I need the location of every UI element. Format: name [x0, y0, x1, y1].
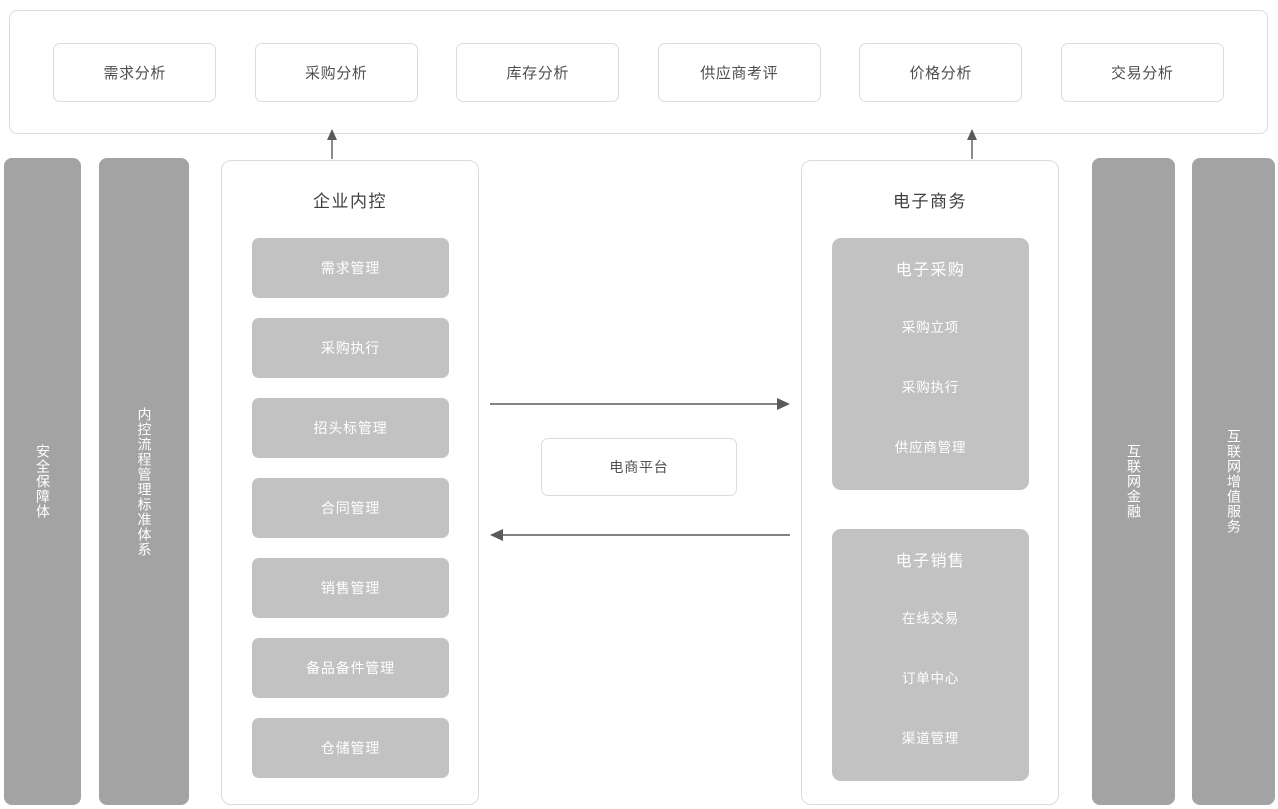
analytics-chip-inventory[interactable]: 库存分析 — [456, 42, 620, 102]
module-card-label: 采购执行 — [320, 340, 381, 356]
side-bar-internal-control-process-standard: 内控流程管理标准体系 — [99, 158, 189, 805]
analytics-chip-label: 供应商考评 — [700, 64, 779, 82]
analytics-chip-procurement[interactable]: 采购分析 — [254, 42, 418, 102]
panel-title-internal-control: 企业内控 — [313, 192, 387, 211]
module-card-label: 仓储管理 — [320, 740, 381, 756]
analytics-chip-demand[interactable]: 需求分析 — [53, 42, 217, 102]
side-bar-label: 互联网金融 — [1126, 444, 1142, 519]
subgroup-item-label: 在线交易 — [901, 611, 960, 626]
subgroup-item-order-center[interactable]: 订单中心 — [832, 647, 1029, 707]
panel-title-ecommerce: 电子商务 — [893, 192, 967, 211]
side-bar-internet-finance: 互联网金融 — [1092, 158, 1175, 805]
side-bar-internet-value-added-services: 互联网增值服务 — [1192, 158, 1275, 805]
panel-ecommerce: 电子商务 电子采购 采购立项 采购执行 供应商管理 电子销售 在线交易 — [801, 160, 1059, 805]
module-card-bidding-management[interactable]: 招头标管理 — [252, 398, 449, 458]
subgroup-electronic-procurement: 电子采购 采购立项 采购执行 供应商管理 — [832, 238, 1029, 490]
subgroup-title-electronic-procurement: 电子采购 — [895, 262, 966, 279]
module-card-label: 备品备件管理 — [306, 660, 395, 676]
arrow-up-icon-ecommerce-to-analytics — [967, 129, 977, 159]
module-card-label: 合同管理 — [320, 500, 381, 516]
analytics-chip-label: 需求分析 — [103, 64, 166, 82]
side-bar-security-assurance: 安全保障体 — [4, 158, 81, 805]
arrow-left-icon-ecommerce-to-internal — [490, 529, 790, 541]
subgroup-item-label: 渠道管理 — [901, 731, 960, 746]
subgroup-item-list: 在线交易 订单中心 渠道管理 — [832, 587, 1029, 767]
module-card-spare-parts-management[interactable]: 备品备件管理 — [252, 638, 449, 698]
platform-box-ecommerce-platform[interactable]: 电商平台 — [541, 438, 737, 496]
subgroup-item-supplier-management[interactable]: 供应商管理 — [832, 416, 1029, 476]
subgroup-item-procurement-initiation[interactable]: 采购立项 — [832, 296, 1029, 356]
side-bar-label: 安全保障体 — [35, 444, 51, 519]
subgroup-item-label: 采购立项 — [901, 320, 960, 335]
analytics-chip-label: 采购分析 — [305, 64, 368, 82]
subgroup-item-channel-management[interactable]: 渠道管理 — [832, 707, 1029, 767]
subgroup-item-procurement-execution[interactable]: 采购执行 — [832, 356, 1029, 416]
analytics-chip-price[interactable]: 价格分析 — [859, 42, 1023, 102]
analytics-chip-supplier-review[interactable]: 供应商考评 — [657, 42, 821, 102]
side-bar-label: 内控流程管理标准体系 — [136, 406, 153, 557]
subgroup-item-online-transaction[interactable]: 在线交易 — [832, 587, 1029, 647]
module-card-label: 销售管理 — [320, 580, 381, 596]
arrow-up-icon-internal-to-analytics — [327, 129, 337, 159]
subgroup-electronic-sales: 电子销售 在线交易 订单中心 渠道管理 — [832, 529, 1029, 781]
panel-internal-control: 企业内控 需求管理 采购执行 招头标管理 合同管理 销售管理 备品备件管理 仓储… — [221, 160, 479, 805]
subgroup-item-list: 采购立项 采购执行 供应商管理 — [832, 296, 1029, 476]
module-card-demand-management[interactable]: 需求管理 — [252, 238, 449, 298]
analytics-chip-label: 价格分析 — [909, 64, 972, 82]
subgroup-item-label: 供应商管理 — [894, 440, 967, 455]
analytics-chip-label: 库存分析 — [506, 64, 569, 82]
module-card-warehouse-management[interactable]: 仓储管理 — [252, 718, 449, 778]
subgroup-item-label: 采购执行 — [901, 380, 960, 395]
module-card-label: 需求管理 — [320, 260, 381, 276]
arrow-right-icon-internal-to-ecommerce — [490, 398, 790, 410]
module-card-procurement-execution[interactable]: 采购执行 — [252, 318, 449, 378]
module-card-sales-management[interactable]: 销售管理 — [252, 558, 449, 618]
platform-box-label: 电商平台 — [609, 459, 669, 475]
analytics-chip-label: 交易分析 — [1111, 64, 1174, 82]
internal-control-module-list: 需求管理 采购执行 招头标管理 合同管理 销售管理 备品备件管理 仓储管理 — [252, 238, 449, 798]
subgroup-item-label: 订单中心 — [901, 671, 960, 686]
side-bar-label: 互联网增值服务 — [1226, 429, 1242, 534]
subgroup-title-electronic-sales: 电子销售 — [895, 553, 966, 570]
module-card-contract-management[interactable]: 合同管理 — [252, 478, 449, 538]
analytics-chip-transaction[interactable]: 交易分析 — [1060, 42, 1224, 102]
analytics-bar: 需求分析 采购分析 库存分析 供应商考评 价格分析 交易分析 — [9, 10, 1268, 134]
module-card-label: 招头标管理 — [313, 420, 388, 436]
